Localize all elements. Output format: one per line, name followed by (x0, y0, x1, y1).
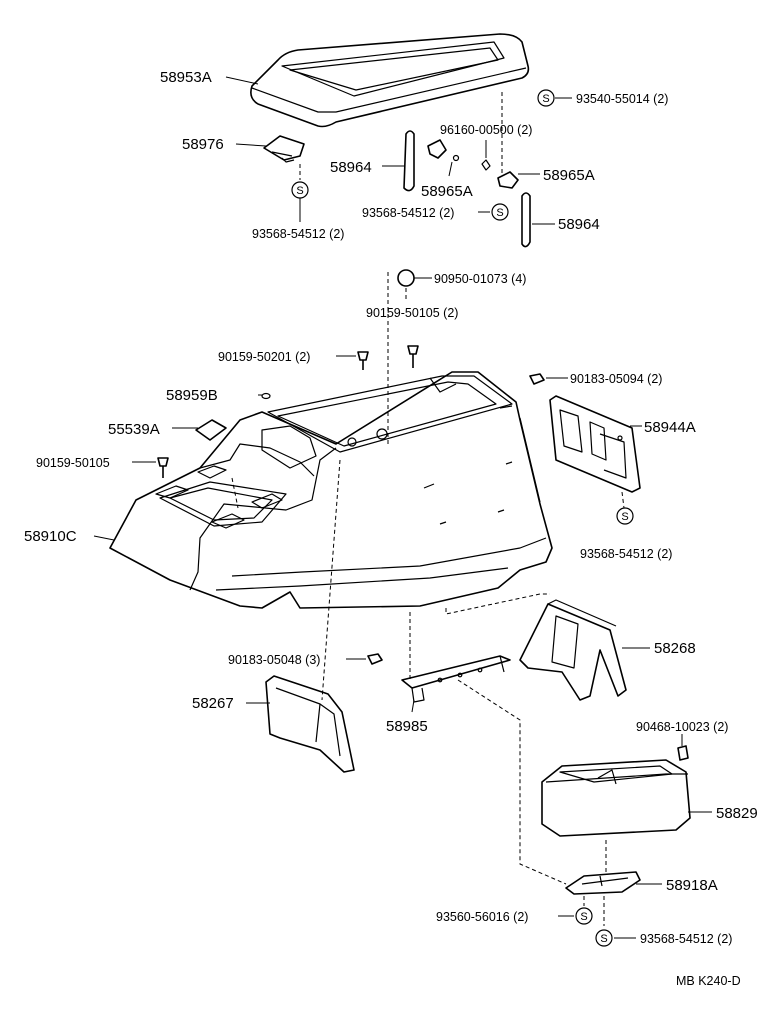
label-58985: 58985 (386, 718, 428, 735)
s-symbol-5: S (575, 907, 593, 925)
clip-right (497, 171, 519, 189)
svg-text:S: S (496, 207, 503, 219)
plug-55539A (195, 419, 227, 441)
hinge-bracket (263, 135, 305, 163)
s-symbol-3: S (491, 203, 509, 221)
clip-left (427, 139, 460, 162)
stay-left (403, 130, 415, 192)
svg-text:S: S (621, 511, 628, 523)
label-58268: 58268 (654, 640, 696, 657)
label-90183-05094: 90183-05094 (2) (570, 372, 662, 386)
screw-center (357, 351, 369, 370)
label-58965A-right: 58965A (543, 167, 595, 184)
label-90183-05048: 90183-05048 (3) (228, 653, 320, 667)
s-symbol-2: S (291, 181, 309, 199)
nut-90183-05048 (367, 653, 383, 665)
label-58944A: 58944A (644, 419, 696, 436)
label-58267: 58267 (192, 695, 234, 712)
label-93560-56016: 93560-56016 (2) (436, 910, 528, 924)
cushion-90468 (677, 745, 689, 761)
leader-lines (93, 76, 712, 939)
label-96160-00500: 96160-00500 (2) (440, 123, 532, 137)
label-90950-01073: 90950-01073 (4) (434, 272, 526, 286)
label-90159-50105-left: 90159-50105 (36, 456, 110, 470)
label-93568-54512-bottom: 93568-54512 (2) (640, 932, 732, 946)
screw-left (157, 457, 169, 478)
diagram-code: MB K240-D (676, 974, 741, 988)
plate-58985 (401, 655, 511, 703)
stay-right (521, 192, 531, 248)
label-93568-54512-left: 93568-54512 (2) (252, 227, 344, 241)
svg-text:S: S (580, 911, 587, 923)
label-58964-upper: 58964 (330, 159, 372, 176)
armrest-lid (250, 33, 530, 128)
bracket-58268 (519, 599, 627, 701)
label-93568-54512-right: 93568-54512 (2) (580, 547, 672, 561)
assembly-lines (231, 92, 625, 926)
s-symbol-1: S (537, 89, 555, 107)
label-58959B: 58959B (166, 387, 218, 404)
bracket-58267 (265, 675, 355, 773)
label-90159-50201: 90159-50201 (2) (218, 350, 310, 364)
label-90159-50105-top: 90159-50105 (2) (366, 306, 458, 320)
label-90468-10023: 90468-10023 (2) (636, 720, 728, 734)
label-58829: 58829 (716, 805, 758, 822)
box-58829 (541, 759, 691, 837)
label-58976: 58976 (182, 136, 224, 153)
label-58953A: 58953A (160, 69, 212, 86)
button-58959B (261, 392, 271, 400)
label-58964-lower: 58964 (558, 216, 600, 233)
small-pin (481, 159, 491, 171)
label-58910C: 58910C (24, 528, 77, 545)
label-58965A-left: 58965A (421, 183, 473, 200)
screw-top (407, 345, 419, 368)
label-93568-54512-mid: 93568-54512 (2) (362, 206, 454, 220)
svg-text:S: S (296, 185, 303, 197)
bracket-58944A (549, 395, 641, 493)
console-body (109, 371, 553, 609)
label-55539A: 55539A (108, 421, 160, 438)
s-symbol-4: S (616, 507, 634, 525)
label-58918A: 58918A (666, 877, 718, 894)
cap-90950 (397, 269, 415, 287)
base-58918A (565, 871, 641, 895)
s-symbol-6: S (595, 929, 613, 947)
svg-text:S: S (542, 93, 549, 105)
nut-90183-05094 (529, 373, 545, 385)
svg-text:S: S (600, 933, 607, 945)
label-93540-55014: 93540-55014 (2) (576, 92, 668, 106)
